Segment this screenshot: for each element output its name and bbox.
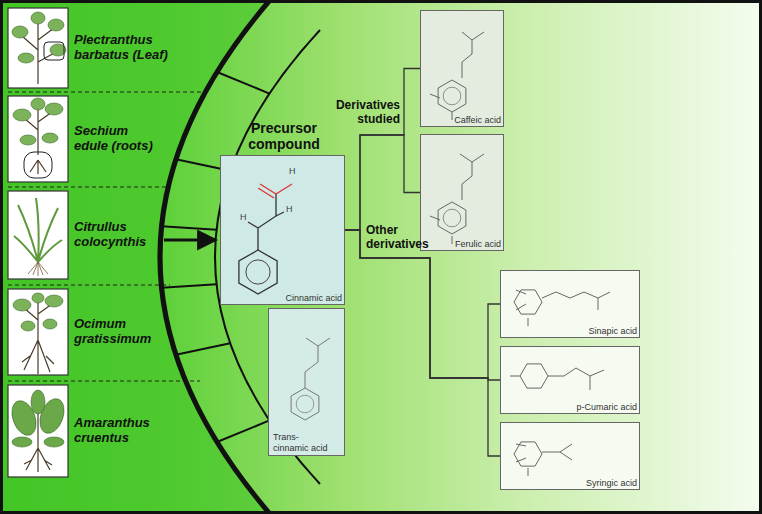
section-heading: Precursor compound	[229, 120, 339, 152]
atom-label: H	[286, 204, 293, 214]
benzene-ring	[438, 202, 466, 234]
aromatic-circle	[443, 209, 461, 227]
compound-name: Sinapic acid	[588, 326, 637, 336]
plant-name: Plectranthus barbatus (Leaf)	[74, 33, 168, 63]
compound-box: Caffeic acid	[420, 10, 504, 127]
benzene-ring	[438, 80, 466, 112]
compound-box: Precursor compoundCinnamic acid	[220, 155, 345, 305]
branch-connector	[345, 230, 500, 380]
plant-panel: Citrullus colocynthis	[8, 191, 158, 279]
band-divider	[217, 420, 269, 442]
band-divider	[162, 284, 217, 288]
compound-name: Cinnamic acid	[285, 293, 342, 303]
plant-name: Ocimum gratissimum	[74, 317, 158, 347]
plant-panel: Sechium edule (roots)	[8, 96, 158, 182]
plant-name: Sechium edule (roots)	[74, 124, 158, 154]
plant-panel: Plectranthus barbatus (Leaf)	[8, 8, 168, 88]
benzene-ring	[514, 290, 542, 314]
compound-box: Syringic acid	[500, 422, 640, 490]
benzene-ring	[239, 250, 277, 294]
plant-panel: Amaranthus cruentus	[8, 385, 198, 477]
benzene-ring	[514, 442, 542, 466]
benzene-ring	[520, 364, 548, 388]
branch-connector	[345, 230, 500, 378]
aromatic-circle	[246, 260, 270, 284]
band-divider	[217, 72, 269, 94]
compound-name: Ferulic acid	[455, 239, 501, 249]
compound-name: p-Cumaric acid	[576, 402, 637, 412]
compound-name: Caffeic acid	[454, 115, 501, 125]
compound-box: Ferulic acid	[420, 134, 504, 251]
plant-name: Amaranthus cruentus	[74, 416, 198, 446]
branch-connector	[345, 135, 420, 230]
compound-box: p-Cumaric acid	[500, 346, 640, 414]
compound-box: Sinapic acid	[500, 270, 640, 338]
band-divider	[176, 343, 230, 354]
branch-connector	[345, 69, 420, 231]
plant-name: Citrullus colocynthis	[74, 220, 158, 250]
branch-label: Derivatives studied	[320, 99, 400, 127]
benzene-ring	[291, 388, 319, 420]
aromatic-circle	[443, 87, 461, 105]
branch-label: Other derivatives	[366, 224, 446, 252]
branch-connector	[345, 230, 500, 456]
atom-label: H	[289, 166, 296, 176]
compound-box: Trans- cinnamic acid	[268, 308, 345, 456]
atom-label: H	[240, 212, 247, 222]
aromatic-circle	[296, 395, 314, 413]
band-divider	[162, 226, 217, 230]
plant-panel: Ocimum gratissimum	[8, 289, 158, 375]
compound-name: Syringic acid	[586, 478, 637, 488]
compound-name: Trans- cinnamic acid	[273, 432, 333, 453]
